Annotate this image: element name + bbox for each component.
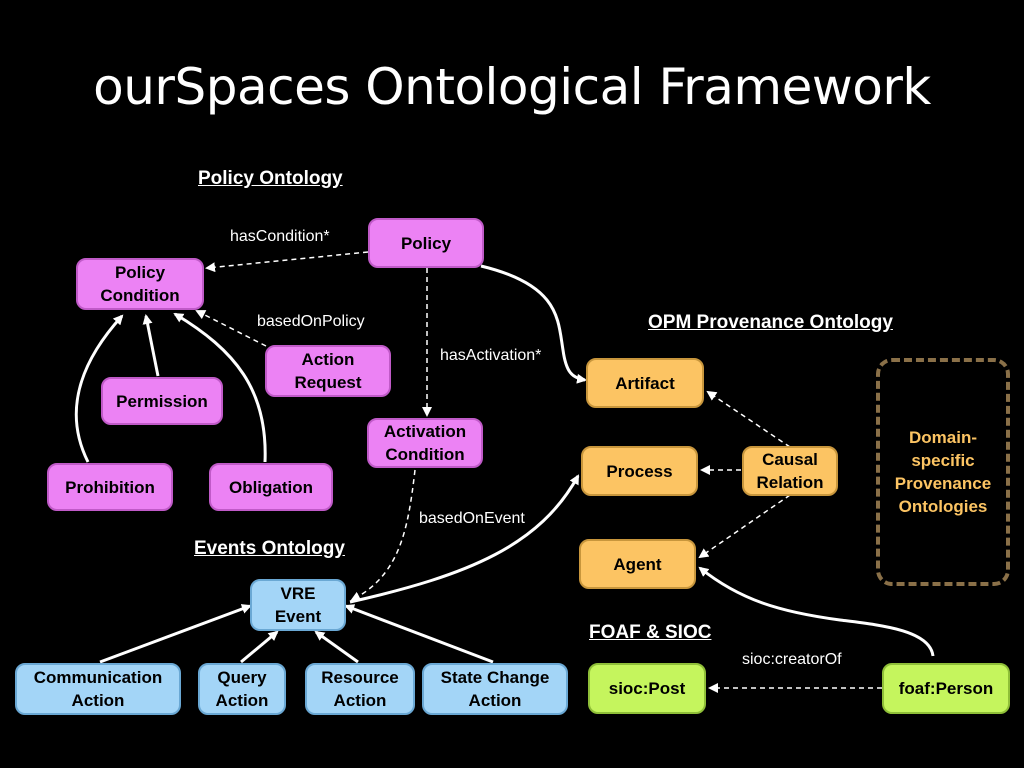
section-policy-ontology: Policy Ontology — [198, 168, 343, 189]
section-foaf-sioc: FOAF & SIOC — [589, 622, 712, 643]
node-sioc-post: sioc:Post — [588, 663, 706, 714]
label-has-activation: hasActivation* — [440, 347, 542, 364]
node-obligation: Obligation — [209, 463, 333, 511]
node-query-action: Query Action — [198, 663, 286, 715]
node-vre-event: VRE Event — [250, 579, 346, 631]
slide-title: ourSpaces Ontological Framework — [93, 58, 931, 116]
edge-event-process — [349, 474, 580, 604]
edge-based-on-event — [350, 469, 416, 601]
node-resource-action: Resource Action — [305, 663, 415, 715]
node-action-request: Action Request — [265, 345, 391, 397]
label-based-on-event: basedOnEvent — [419, 510, 525, 527]
edge-permission — [142, 314, 160, 377]
label-sioc-creator-of: sioc:creatorOf — [742, 651, 842, 668]
node-causal-relation: Causal Relation — [742, 446, 838, 496]
label-has-condition: hasCondition* — [230, 228, 330, 245]
edge-causal-artifact — [706, 390, 791, 448]
edge-query-event — [240, 630, 279, 664]
edge-causal-agent — [698, 494, 791, 559]
node-policy: Policy — [368, 218, 484, 268]
node-permission: Permission — [101, 377, 223, 425]
node-activation-condition: Activation Condition — [367, 418, 483, 468]
node-communication-action: Communication Action — [15, 663, 181, 715]
edge-resource-event — [314, 630, 359, 664]
edge-obligation — [173, 312, 267, 463]
label-based-on-policy: basedOnPolicy — [257, 313, 365, 330]
node-agent: Agent — [579, 539, 696, 589]
domain-specific-label: Domain- specific Provenance Ontologies — [894, 428, 992, 516]
edge-has-activation — [480, 264, 587, 384]
node-foaf-person: foaf:Person — [882, 663, 1010, 714]
node-artifact: Artifact — [586, 358, 704, 408]
domain-specific-provenance-box: Domain- specific Provenance Ontologies — [876, 358, 1010, 586]
section-opm-provenance: OPM Provenance Ontology — [648, 312, 893, 333]
edge-has-condition — [205, 251, 369, 273]
section-events-ontology: Events Ontology — [194, 538, 345, 559]
node-state-change-action: State Change Action — [422, 663, 568, 715]
node-process: Process — [581, 446, 698, 496]
node-policy-condition: Policy Condition — [76, 258, 204, 310]
edge-communication-event — [99, 604, 252, 664]
edge-statechange-event — [344, 604, 494, 664]
edge-person-agent — [698, 566, 935, 657]
node-prohibition: Prohibition — [47, 463, 173, 511]
edge-prohibition — [74, 314, 124, 463]
edge-based-on-policy — [195, 310, 267, 347]
